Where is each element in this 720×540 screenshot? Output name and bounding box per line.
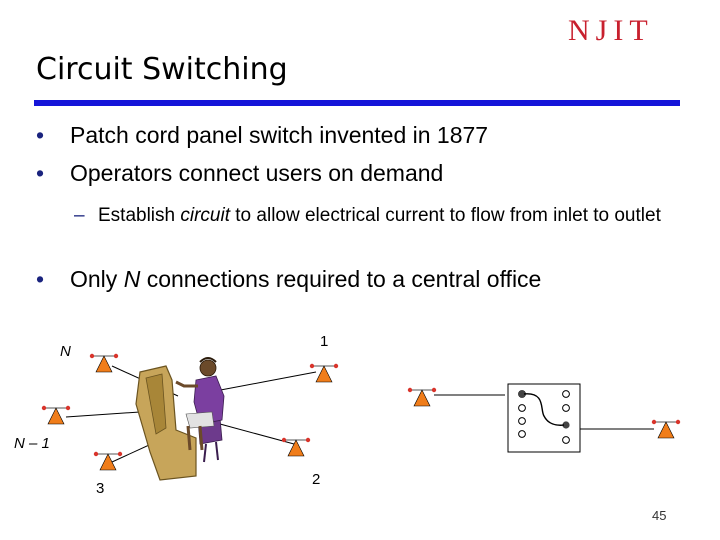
sub-bullet-text-end: to allow electrical current to flow from… xyxy=(230,205,661,226)
line-1 xyxy=(209,371,317,393)
njit-logo: NJIT xyxy=(568,14,654,47)
patch-cord xyxy=(523,393,565,426)
label-1: 1 xyxy=(320,333,328,350)
phone-icon xyxy=(407,387,437,407)
bullet-text: Operators connect users on demand xyxy=(70,160,444,186)
phone-icon xyxy=(41,405,71,425)
connection-lines xyxy=(65,365,654,463)
phone-icon xyxy=(93,451,123,471)
bullet-text: Patch cord panel switch invented in 1877 xyxy=(70,122,489,148)
bullet-dot: • xyxy=(36,266,45,292)
patch-jack-active xyxy=(562,421,570,429)
slide-title: Circuit Switching xyxy=(36,52,288,87)
sub-bullet-italic: circuit xyxy=(180,205,230,226)
bullet-text-start: Only xyxy=(70,266,124,292)
bullet-text-italic: N xyxy=(123,266,141,292)
label-n: N xyxy=(60,343,71,360)
phone-icon xyxy=(651,419,681,439)
phone-icon xyxy=(281,437,311,457)
bullet-text-end: connections required to a central office xyxy=(140,266,542,292)
bullet-text: Only N connections required to a central… xyxy=(70,266,541,293)
sub-bullet-text-start: Establish xyxy=(98,205,181,226)
label-3: 3 xyxy=(96,480,104,497)
patch-panel xyxy=(507,383,581,453)
page-number: 45 xyxy=(652,508,667,523)
phone-icon xyxy=(309,363,339,383)
line-n-minus-1 xyxy=(65,411,141,418)
line-2 xyxy=(219,423,295,445)
patch-jack-active xyxy=(518,390,526,398)
label-2: 2 xyxy=(312,471,320,488)
label-n-minus-1: N – 1 xyxy=(14,435,50,452)
phone-icon xyxy=(89,353,119,373)
operator-illustration xyxy=(135,357,225,481)
sub-bullet-dash: – xyxy=(74,205,85,226)
bullet-dot: • xyxy=(36,160,45,186)
sub-bullet: – Establish circuit to allow electrical … xyxy=(74,204,678,227)
switching-diagram: N 1 N – 1 3 2 xyxy=(14,333,681,497)
title-divider xyxy=(34,100,680,106)
bullet-dot: • xyxy=(36,122,45,148)
